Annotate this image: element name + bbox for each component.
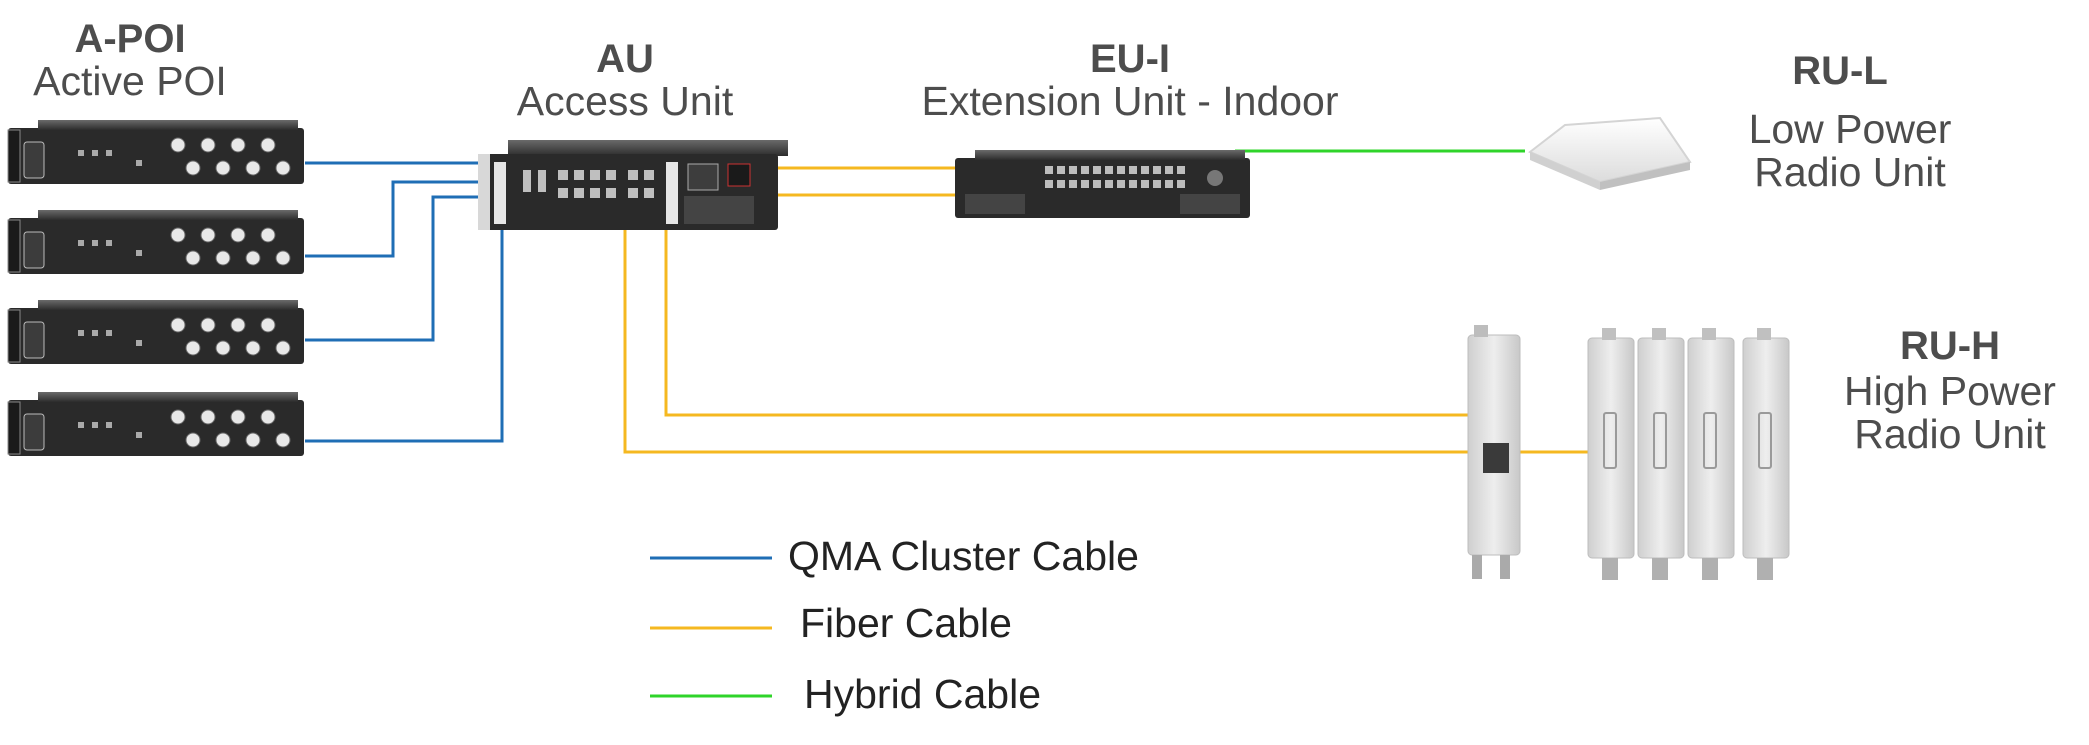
qma-cables — [305, 161, 504, 443]
fiber-cable-au-ruh-1 — [664, 212, 1472, 417]
apoi-device-3 — [7, 300, 304, 364]
eui-device — [955, 150, 1250, 218]
ruh-remote-3 — [1687, 328, 1735, 580]
eui-code: EU-I — [1090, 37, 1170, 81]
ruh-remote-4 — [1742, 328, 1790, 580]
au-name: Access Unit — [516, 78, 734, 124]
legend-swatches — [650, 556, 772, 698]
au-label: AU Access Unit — [510, 38, 740, 123]
ruh-remote-2 — [1637, 328, 1685, 580]
ruh-code: RU-H — [1900, 324, 2000, 368]
ruh-remote-group — [1587, 328, 1790, 580]
ruh-name-line1: High Power — [1844, 368, 2056, 414]
rul-device — [1528, 116, 1692, 190]
apoi-code: A-POI — [74, 17, 186, 61]
au-device — [478, 140, 788, 230]
apoi-name: Active POI — [33, 58, 227, 104]
rul-name-line1: Low Power — [1748, 106, 1952, 152]
au-code: AU — [596, 37, 654, 81]
apoi-device-4 — [7, 392, 304, 456]
qma-cable-2 — [305, 180, 482, 258]
legend-label-hybrid: Hybrid Cable — [804, 671, 1041, 717]
rul-code: RU-L — [1792, 49, 1888, 93]
fiber-cables — [623, 166, 1592, 454]
eui-name: Extension Unit - Indoor — [921, 78, 1339, 124]
ruh-name: High Power Radio Unit — [1830, 368, 2070, 458]
rul-name: Low Power Radio Unit — [1730, 106, 1970, 196]
apoi-device-group — [7, 120, 304, 456]
ruh-remote-1 — [1587, 328, 1635, 580]
ruh-name-line2: Radio Unit — [1854, 411, 2046, 458]
apoi-device-1 — [7, 120, 304, 184]
qma-cable-3 — [305, 195, 482, 342]
legend-label-fiber: Fiber Cable — [800, 600, 1012, 646]
rul-name-line2: Radio Unit — [1754, 149, 1946, 196]
eui-label: EU-I Extension Unit - Indoor — [890, 38, 1370, 123]
ruh-hub-device — [1467, 325, 1521, 579]
apoi-device-2 — [7, 210, 304, 274]
legend-label-qma: QMA Cluster Cable — [788, 533, 1139, 579]
fiber-cable-au-ruh-2 — [623, 212, 1472, 454]
apoi-label: A-POI Active POI — [30, 18, 230, 103]
qma-cable-4 — [305, 213, 504, 443]
